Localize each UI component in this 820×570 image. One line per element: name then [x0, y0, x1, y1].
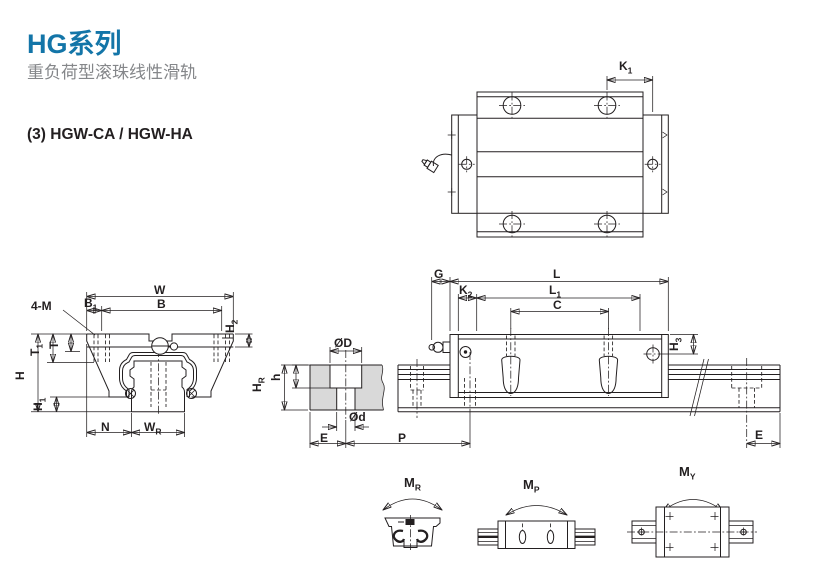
grease-nipple-icon-front: [151, 337, 179, 355]
dim-label-wr: WR: [144, 420, 162, 437]
dim-label-h: H: [13, 371, 27, 380]
rail-profile: [129, 349, 187, 416]
side-view-drawing: [397, 277, 781, 448]
dim-label-t: T: [47, 341, 61, 349]
top-view-drawing: [421, 76, 669, 238]
dim-label-od-cap: ØD: [334, 336, 352, 350]
dim-label-n: N: [101, 420, 110, 434]
section-label: (3) HGW-CA / HGW-HA: [27, 126, 193, 143]
slot-left: [501, 328, 521, 396]
dim-label-4m: 4-M: [31, 299, 52, 313]
rail-side: [397, 352, 781, 448]
dim-label-g: G: [434, 267, 444, 281]
moment-label-mr: MR: [404, 475, 421, 493]
dim-label-od-low: Ød: [349, 410, 366, 424]
dim-label-h3: H3: [667, 337, 684, 351]
moment-mp-icon: [477, 505, 596, 549]
dim-label-k1: K1: [619, 59, 633, 76]
dim-label-e-right: E: [755, 428, 764, 442]
grease-nipple-icon-top: [421, 153, 452, 174]
dim-label-k2: K2: [459, 283, 473, 300]
dim-label-p: P: [398, 431, 407, 445]
slot-right: [598, 328, 619, 396]
moment-mr-icon: [383, 498, 442, 550]
dim-label-hr: HR: [250, 377, 267, 392]
dim-label-h-small: h: [269, 373, 283, 381]
mounting-holes-top-view: [499, 92, 620, 237]
dim-label-c: C: [553, 298, 562, 312]
front-view-drawing: [31, 292, 253, 437]
moment-label-mp: MP: [523, 477, 540, 495]
dim-label-w: W: [154, 283, 166, 297]
grease-nipple-icon-side: [428, 341, 451, 353]
dim-label-b: B: [157, 297, 166, 311]
page-title: HG系列: [27, 29, 122, 59]
moment-diagrams: [383, 498, 757, 558]
dim-label-l1: L1: [549, 283, 562, 300]
rail-section-drawing: [281, 347, 470, 448]
dim-label-l: L: [553, 267, 561, 281]
dim-label-e-left: E: [320, 431, 329, 445]
page-subtitle: 重负荷型滚珠线性滑轨: [27, 63, 197, 82]
seal-bolt-icon: [125, 388, 197, 399]
moment-my-icon: [627, 499, 757, 558]
dim-label-h1: H1: [31, 397, 48, 411]
dim-label-h2: H2: [223, 319, 240, 333]
moment-label-my: MY: [679, 464, 696, 482]
dim-label-t1: T1: [28, 343, 45, 356]
dim-label-b1: B1: [84, 296, 98, 313]
